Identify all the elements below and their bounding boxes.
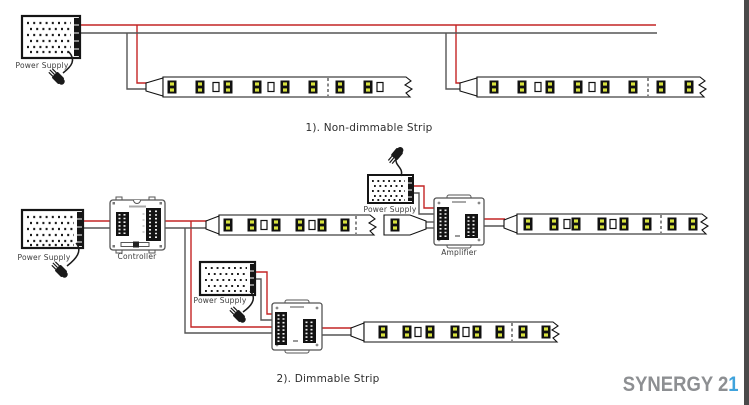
synergy21-logo: SYNERGY 21 bbox=[623, 373, 739, 397]
logo-text-gray: SYNERGY 2 bbox=[623, 373, 729, 396]
power-cord bbox=[395, 158, 403, 177]
power-plug-icon bbox=[227, 304, 249, 326]
power-cord bbox=[242, 290, 255, 313]
power-cord bbox=[62, 51, 74, 74]
logo-text-blue: 1 bbox=[728, 373, 739, 396]
right-edge-bar bbox=[744, 0, 749, 405]
power-supply-4 bbox=[198, 260, 257, 326]
amplifier-module-1 bbox=[433, 194, 485, 249]
amplifier-label: Amplifier bbox=[441, 248, 477, 257]
led-strip-4 bbox=[503, 213, 710, 235]
section-label-non-dimmable: 1). Non-dimmable Strip bbox=[305, 122, 432, 134]
power-supply-4-label: Power Supply bbox=[193, 296, 246, 305]
amplifier-module-2 bbox=[271, 299, 323, 354]
power-plug-icon bbox=[49, 259, 71, 281]
led-strip-3 bbox=[205, 214, 378, 236]
power-cord bbox=[66, 242, 80, 267]
red-wires bbox=[80, 24, 656, 329]
power-supply-2 bbox=[20, 208, 85, 281]
led-strip-1 bbox=[145, 76, 414, 98]
controller-slider-knob bbox=[133, 241, 139, 248]
led-strip-3-segment-2 bbox=[383, 214, 427, 236]
power-supply-3-label: Power Supply bbox=[363, 205, 416, 214]
section-label-dimmable: 2). Dimmable Strip bbox=[276, 373, 379, 385]
power-supply-1 bbox=[20, 14, 82, 88]
power-supply-1-label: Power Supply bbox=[15, 61, 68, 70]
power-supply-3 bbox=[367, 144, 414, 204]
power-supply-2-label: Power Supply bbox=[17, 253, 70, 262]
controller-module bbox=[109, 196, 166, 254]
led-strip-2 bbox=[459, 76, 708, 98]
led-strip-5 bbox=[350, 321, 561, 343]
controller-label: Controller bbox=[118, 252, 158, 261]
